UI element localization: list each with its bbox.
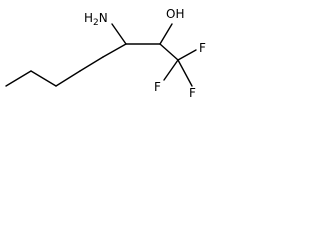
bond-c8-c7 <box>5 70 32 87</box>
bond-c1-f-bottom <box>177 59 193 87</box>
bond-c7-c6 <box>30 70 57 87</box>
bond-c1-f-left <box>163 59 179 81</box>
hydroxyl-label: OH <box>166 7 184 21</box>
molecule-structure-diagram: H2N OH F F F <box>5 7 206 100</box>
bond-c3-n <box>111 23 127 45</box>
bond-c1-f-top <box>177 49 197 61</box>
amine-label: H2N <box>84 11 108 28</box>
amine-h: H <box>84 11 93 25</box>
bond-c5-c4 <box>79 56 104 72</box>
bond-c6-c5 <box>55 70 81 87</box>
structure-canvas: H2N OH F F F <box>0 0 224 120</box>
bond-c2-o <box>159 23 173 45</box>
bond-c4-c3 <box>102 43 127 58</box>
fluorine-top-label: F <box>199 41 206 55</box>
bond-c2-c1 <box>159 43 179 61</box>
fluorine-left-label: F <box>154 80 161 94</box>
fluorine-bottom-label: F <box>189 86 196 100</box>
amine-subscript: 2 <box>93 18 99 28</box>
amine-n: N <box>99 11 108 25</box>
